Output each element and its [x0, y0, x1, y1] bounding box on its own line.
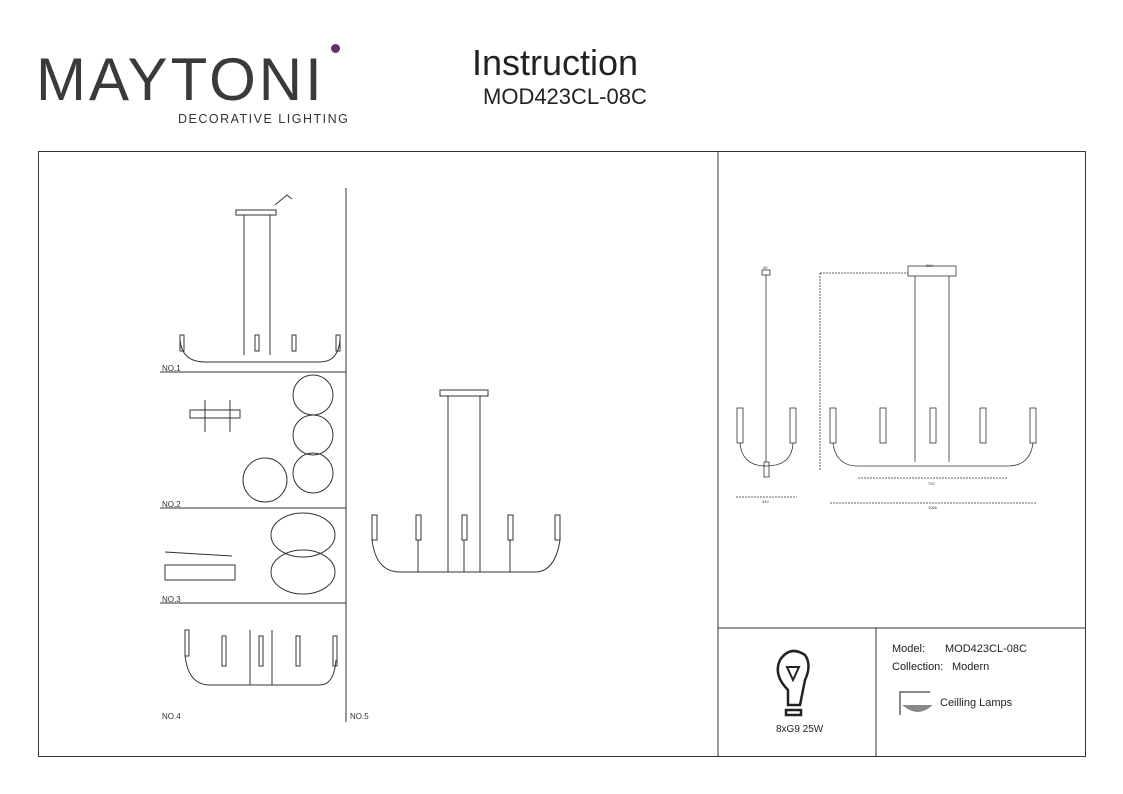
lamp-type: Ceilling Lamps	[940, 697, 1013, 709]
dim-canopy-depth: 60	[763, 265, 768, 270]
side-view-drawing	[736, 269, 797, 498]
ceiling-lamp-icon	[899, 691, 933, 715]
model-number: MOD423CL-08C	[483, 84, 647, 109]
page-title: Instruction	[472, 42, 639, 83]
step-label-5: NO.5	[350, 712, 369, 721]
brand-logo: MAYTONI	[36, 44, 340, 110]
dim-depth: 310	[762, 499, 769, 504]
dim-canopy-width: 250	[926, 263, 933, 268]
step-label-2: NO.2	[162, 500, 181, 509]
step4-drawing	[184, 629, 338, 686]
brand-name: MAYTONI	[36, 46, 325, 113]
brand-tagline: DECORATIVE LIGHTING	[178, 112, 350, 126]
collection-label: Collection:	[892, 661, 944, 673]
dim-bar-width: 720	[928, 481, 935, 486]
logo-dot	[331, 44, 340, 53]
step1-drawing	[179, 194, 341, 363]
step-label-1: NO.1	[162, 364, 181, 373]
front-view-drawing	[819, 265, 1037, 504]
collection-value: Modern	[952, 661, 990, 673]
bulb-spec: 8xG9 25W	[776, 724, 824, 735]
step3-drawing	[164, 512, 336, 595]
step-label-3: NO.3	[162, 595, 181, 604]
bulb-icon	[776, 649, 810, 717]
drawing-frame	[38, 151, 1086, 757]
dim-total-width: 1066	[928, 505, 937, 510]
model-value: MOD423CL-08C	[945, 643, 1027, 655]
step5-drawing	[371, 389, 561, 573]
model-label: Model:	[892, 643, 926, 655]
step-label-4: NO.4	[162, 712, 181, 721]
step2-drawing	[189, 374, 334, 503]
